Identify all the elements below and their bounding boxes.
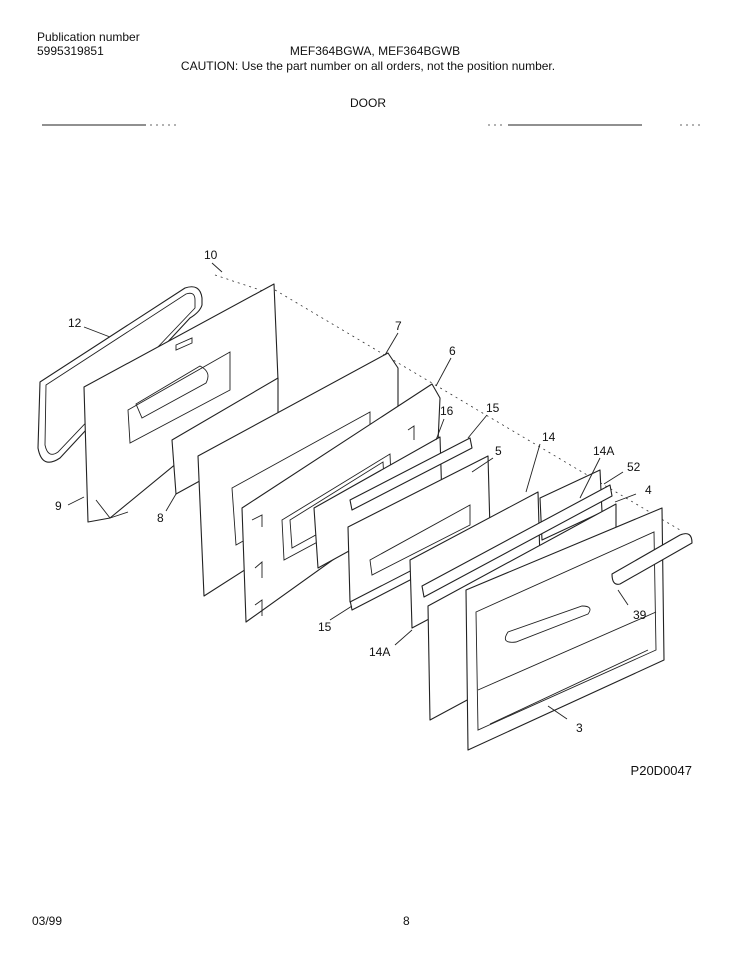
callout-14a-upper: 14A	[593, 444, 614, 458]
publication-number: 5995319851	[37, 44, 104, 58]
callout-15-lower: 15	[318, 620, 332, 634]
footer-date: 03/99	[32, 914, 63, 928]
publication-label: Publication number	[37, 30, 140, 44]
callout-14: 14	[542, 430, 556, 444]
callout-7: 7	[395, 319, 402, 333]
callout-12: 12	[68, 316, 82, 330]
callout-10: 10	[204, 248, 218, 262]
callout-39: 39	[633, 608, 647, 622]
callout-6: 6	[449, 344, 456, 358]
callout-leaders	[67, 262, 637, 720]
section-title: DOOR	[350, 96, 386, 110]
part-15-retainer-top	[349, 437, 473, 511]
model-numbers: MEF364BGWA, MEF364BGWB	[289, 44, 461, 58]
alignment-lines	[214, 274, 681, 531]
callout-9: 9	[55, 499, 62, 513]
callout-3: 3	[576, 721, 583, 735]
callout-52: 52	[627, 460, 641, 474]
part-52-frame	[421, 484, 613, 598]
caution-note: CAUTION: Use the part number on all orde…	[180, 59, 556, 73]
callout-4: 4	[645, 483, 652, 497]
diagram-code: P20D0047	[630, 763, 692, 778]
part-4-door-frame	[465, 507, 665, 751]
callout-labels: 10 12 7 6 16 15 5 14 14A 52 4 9 8 39 15 …	[55, 248, 652, 735]
callout-15-upper: 15	[486, 401, 500, 415]
callout-16: 16	[440, 404, 454, 418]
part-39-handle	[611, 533, 693, 585]
page-number: 8	[403, 914, 410, 928]
callout-8: 8	[157, 511, 164, 525]
callout-5: 5	[495, 444, 502, 458]
callout-14a-lower: 14A	[369, 645, 390, 659]
